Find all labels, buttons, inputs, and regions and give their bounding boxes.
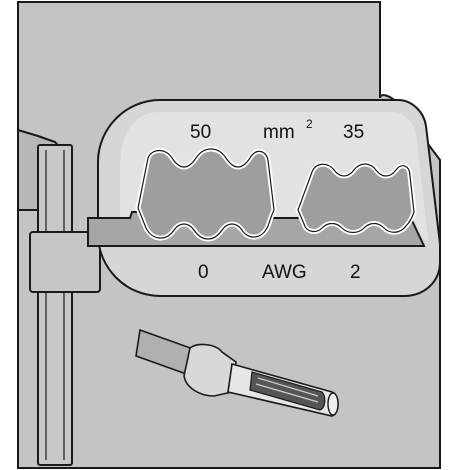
cross-bar [29, 231, 101, 293]
ferrule-end-face [327, 392, 339, 416]
crimp-profile-large-outline [137, 148, 275, 240]
crimp-zone-line-2 [255, 383, 319, 403]
label-mm-exponent: 2 [306, 117, 313, 131]
label-awg-2: 2 [350, 262, 361, 283]
label-awg-unit: AWG [262, 262, 307, 283]
crimp-profile-large [135, 146, 277, 242]
label-mm-unit: mm [263, 122, 295, 143]
label-mm-35: 35 [343, 122, 364, 143]
crimp-profile-small-outline [297, 163, 415, 234]
label-mm-50: 50 [190, 122, 211, 143]
crimp-profile-small [295, 161, 417, 235]
label-awg-0: 0 [198, 262, 209, 283]
cable-ferrule-illustration [135, 328, 339, 417]
crimp-zone-line-1 [257, 377, 319, 397]
guide-pin [37, 144, 73, 466]
